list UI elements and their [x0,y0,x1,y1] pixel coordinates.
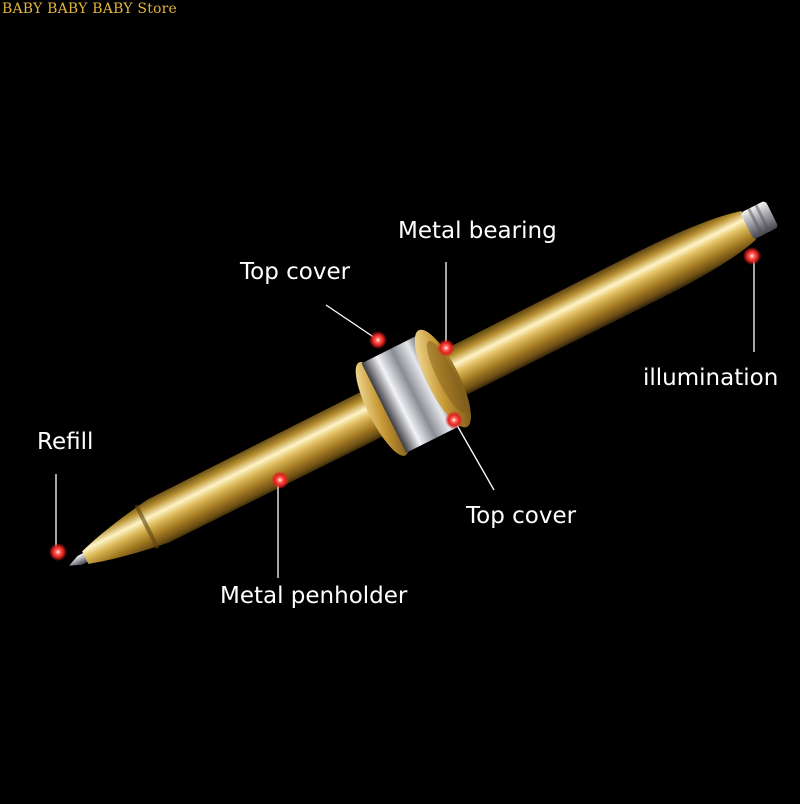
callout-lines [55,258,755,578]
label-illumination: illumination [643,365,779,391]
label-metal-penholder: Metal penholder [220,583,408,609]
label-refill: Refill [37,429,94,455]
top-cover-upper-disc [355,362,409,456]
label-top-cover-lower: Top cover [466,503,577,529]
metal-bearing-band [361,333,466,453]
top-cover-lower-disc [414,329,472,428]
label-metal-bearing: Metal bearing [398,218,557,244]
label-top-cover-upper: Top cover [240,259,351,285]
marker-dots [49,247,761,561]
store-watermark: BABY BABY BABY Store [2,1,178,17]
